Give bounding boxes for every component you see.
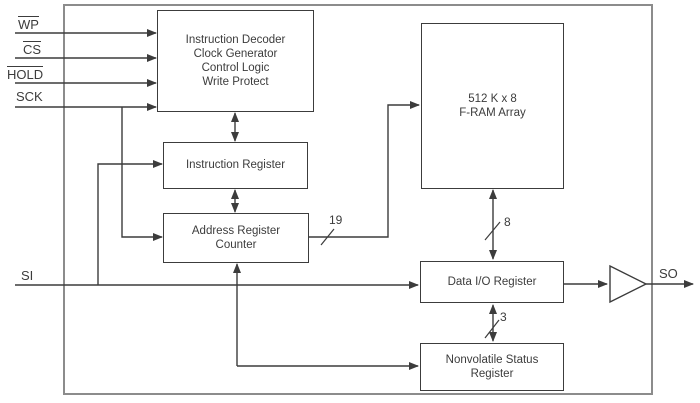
signal-label-sck: SCK <box>16 89 43 104</box>
block-label-line: Clock Generator <box>193 47 278 60</box>
wp-overline-text: WP <box>18 16 39 32</box>
bus-slash-19 <box>320 228 335 246</box>
block-address-register-counter: Address Register Counter <box>163 213 309 263</box>
bus-width-status: 3 <box>500 310 507 324</box>
signal-label-hold: HOLD <box>7 66 44 82</box>
block-label-line: Instruction Decoder <box>185 33 286 46</box>
wire-sck-branch-address <box>121 107 163 241</box>
bus-slash-3 <box>484 319 500 339</box>
signal-label-cs: CS <box>23 41 42 57</box>
block-label-line: Register <box>470 368 514 380</box>
bus-address-19 <box>308 101 420 238</box>
output-buffer-triangle <box>609 264 648 304</box>
signal-label-si: SI <box>21 268 34 283</box>
block-nonvolatile-status-register: Nonvolatile Status Register <box>420 343 564 391</box>
block-label-line: Control Logic <box>201 62 270 74</box>
block-label-line: Nonvolatile Status <box>445 353 539 366</box>
block-label-line: 512 K x 8 <box>468 92 517 105</box>
wire-si-branch-instruction <box>97 160 163 285</box>
block-data-io-register: Data I/O Register <box>420 261 564 303</box>
signal-label-so: SO <box>659 266 678 281</box>
block-fram-array: 512 K x 8 F-RAM Array <box>421 23 564 189</box>
block-label-line: Instruction Register <box>185 159 286 172</box>
hold-overline-text: HOLD <box>7 66 44 82</box>
block-label-line: Data I/O Register <box>447 275 537 288</box>
chip-boundary <box>63 4 653 395</box>
block-instruction-register: Instruction Register <box>163 142 308 189</box>
bus-width-data: 8 <box>504 215 511 229</box>
block-label-line: Address Register <box>191 224 281 237</box>
block-label-line: Counter <box>215 239 257 251</box>
cs-overline-text: CS <box>23 41 42 57</box>
block-instruction-decoder: Instruction Decoder Clock Generator Cont… <box>157 10 314 112</box>
bus-width-address: 19 <box>329 213 343 227</box>
block-label-line: Write Protect <box>202 76 269 89</box>
bus-slash-8 <box>484 221 501 241</box>
block-label-line: F-RAM Array <box>459 107 526 119</box>
signal-label-wp: WP <box>18 16 39 31</box>
